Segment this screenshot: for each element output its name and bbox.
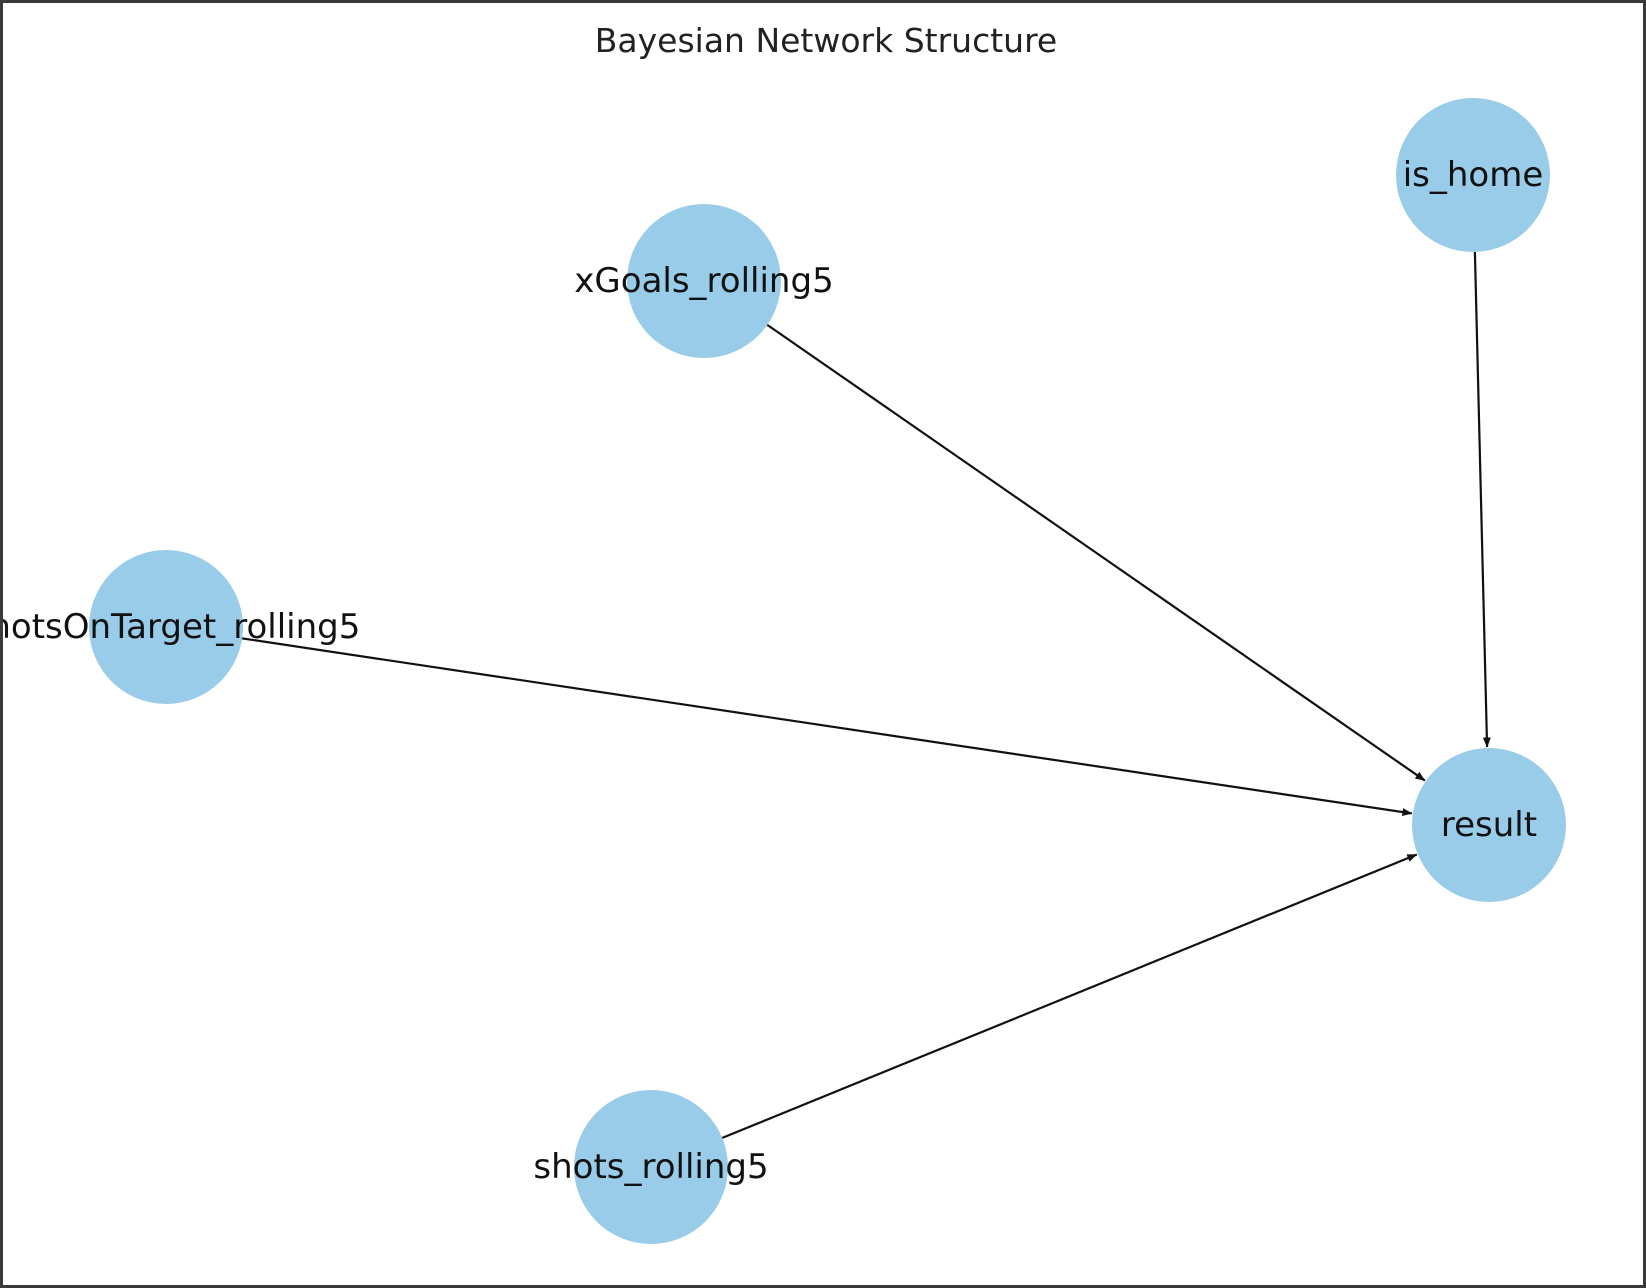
edge-xGoals_rolling5-to-result — [766, 323, 1426, 782]
node-circle — [1412, 748, 1566, 902]
node-circle — [89, 550, 243, 704]
node-label: xGoals_rolling5 — [574, 261, 833, 301]
node-label: result — [1441, 805, 1537, 845]
node-result: result — [1412, 748, 1566, 902]
node-xGoals_rolling5: xGoals_rolling5 — [574, 204, 834, 358]
node-label: is_home — [1403, 155, 1544, 195]
diagram-title: Bayesian Network Structure — [594, 21, 1058, 60]
node-shots_rolling5: shots_rolling5 — [533, 1090, 769, 1244]
node-is_home: is_home — [1396, 98, 1550, 252]
network-graph: is_home xGoals_rolling5 shotsOnTarget_roll… — [3, 98, 1566, 1244]
node-circle — [627, 204, 781, 358]
node-label: shotsOnTarget_rolling5 — [3, 607, 360, 647]
edge-shots_rolling5-to-result — [721, 853, 1418, 1139]
node-shotsOnTarget_rolling5: shotsOnTarget_rolling5 — [3, 550, 360, 704]
edge-shotsOnTarget_rolling5-to-result — [241, 637, 1413, 817]
node-circle — [574, 1090, 728, 1244]
node-circle — [1396, 98, 1550, 252]
edge-is_home-to-result — [1473, 251, 1491, 748]
node-label: shots_rolling5 — [533, 1147, 768, 1187]
